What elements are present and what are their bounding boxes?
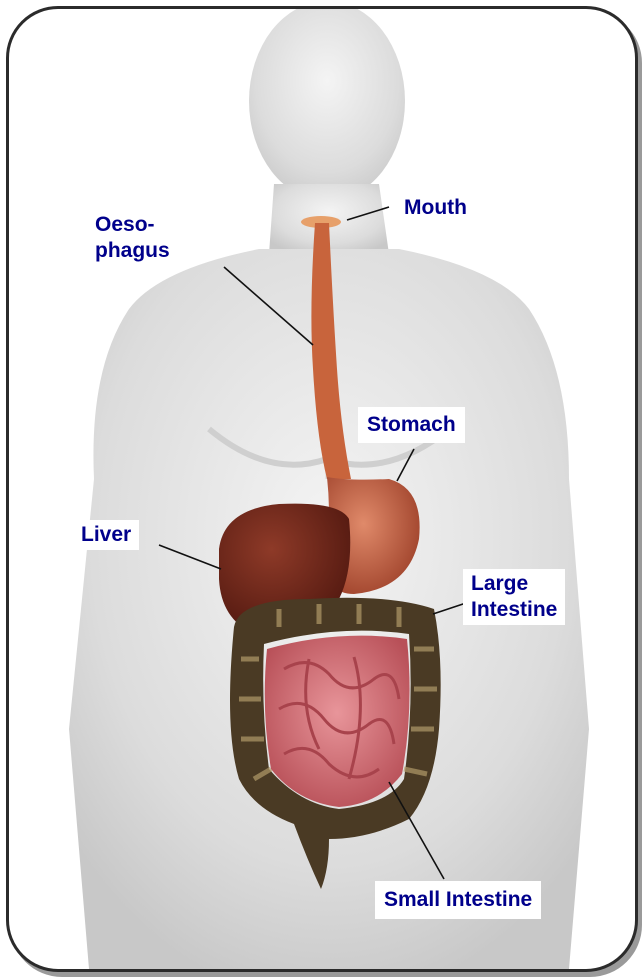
label-liver: Liver — [73, 520, 139, 550]
diagram-frame: Mouth Oeso- phagus Stomach Liver Large I… — [6, 6, 638, 972]
small-intestine-shape — [265, 636, 410, 807]
label-mouth: Mouth — [396, 193, 475, 223]
label-oesophagus: Oeso- phagus — [87, 210, 178, 266]
label-large-intestine: Large Intestine — [463, 569, 565, 625]
label-small-intestine: Small Intestine — [375, 881, 541, 919]
anatomy-illustration — [9, 9, 635, 969]
label-stomach: Stomach — [358, 407, 465, 443]
